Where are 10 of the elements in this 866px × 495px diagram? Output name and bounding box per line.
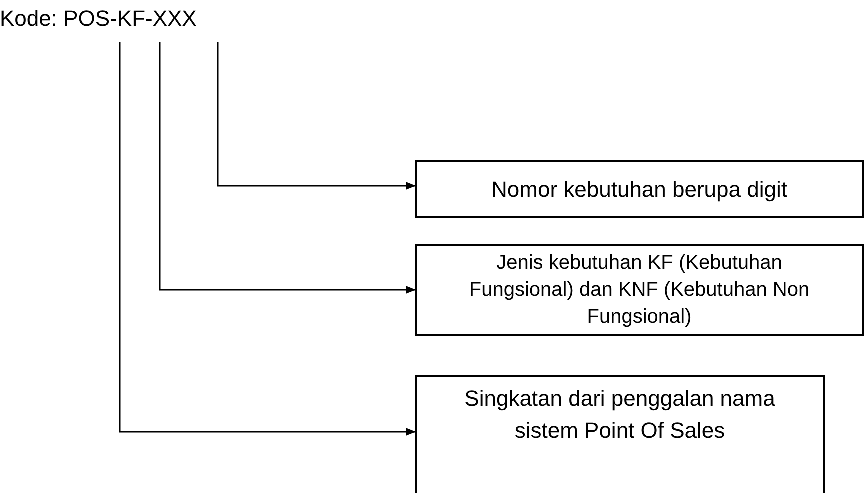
arrow (119, 42, 416, 436)
arrow (217, 42, 416, 190)
text-box (415, 244, 864, 336)
arrow (159, 42, 416, 294)
box-text: Nomor kebutuhan berupa digit (492, 176, 788, 204)
box-text: Jenis kebutuhan KF (Kebutuhan Fungsional) dan KNF (Kebutuhan Non Fungsional) (468, 250, 811, 330)
code-label: Kode: POS-KF-XXX (0, 5, 197, 33)
text-box (415, 160, 864, 218)
box-text: Singkatan dari penggalan nama sistem Point Of Sales (464, 385, 776, 445)
text-box (415, 375, 825, 493)
